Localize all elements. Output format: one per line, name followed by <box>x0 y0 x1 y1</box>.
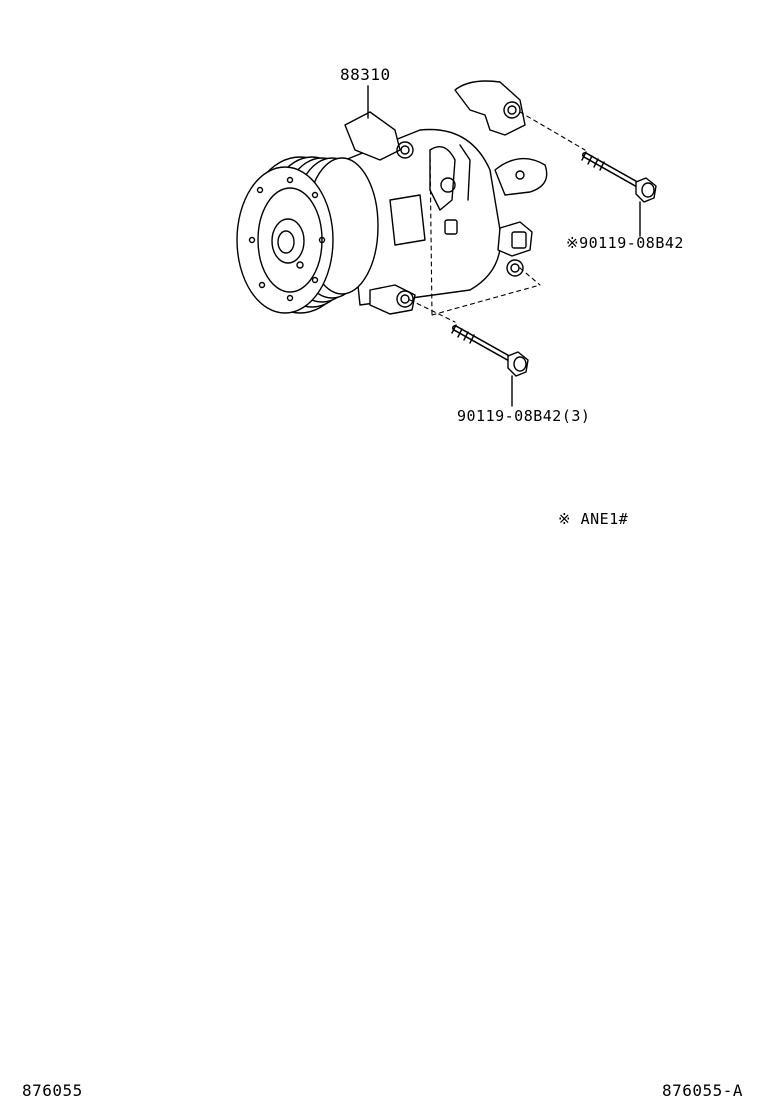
illustration-ref: 876055-A <box>662 1081 744 1100</box>
illustration-id: 876055 <box>22 1081 83 1100</box>
part-number-bolt-upper[interactable]: ※90119-08B42 <box>566 234 684 252</box>
bolt-lower <box>451 324 529 407</box>
part-number-compressor[interactable]: 88310 <box>340 65 391 84</box>
compressor-body <box>344 80 548 315</box>
alignment-lines <box>409 111 586 323</box>
compressor-pulley <box>236 156 379 314</box>
bolt-upper <box>581 151 657 237</box>
part-number-bolt-lower[interactable]: 90119-08B42(3) <box>457 407 591 425</box>
applicability-note: ※ ANE1# <box>558 510 629 528</box>
